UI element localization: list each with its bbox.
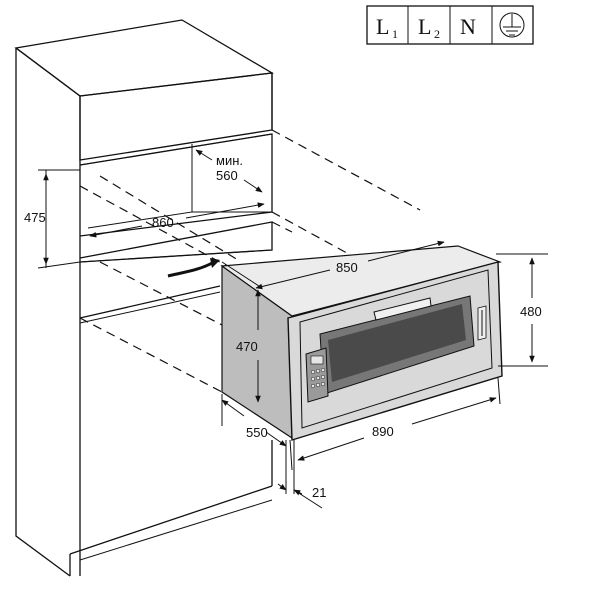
ground-symbol-icon bbox=[499, 12, 525, 38]
phase-l2-label: L bbox=[418, 14, 431, 39]
door-handle bbox=[373, 297, 432, 321]
dim-label-850: 850 bbox=[336, 260, 358, 275]
dim-label-470: 470 bbox=[236, 339, 258, 354]
electrical-symbols: L 1 L 2 N bbox=[366, 5, 534, 45]
dim-label-860: 860 bbox=[152, 215, 174, 230]
dimension-labels: 475 860 мин. 560 850 470 480 550 890 21 bbox=[24, 153, 542, 500]
dimension-lines bbox=[37, 149, 548, 509]
phase-l1-label: L bbox=[376, 14, 389, 39]
dim-label-475: 475 bbox=[24, 210, 46, 225]
appliance bbox=[220, 245, 503, 441]
insertion-arrow-icon bbox=[167, 258, 220, 278]
dim-label-min: мин. bbox=[216, 153, 243, 168]
control-buttons bbox=[310, 367, 326, 389]
phase-l1-subscript: 1 bbox=[392, 27, 398, 41]
dim-label-480: 480 bbox=[520, 304, 542, 319]
tall-cabinet bbox=[14, 19, 274, 577]
phase-l2-subscript: 2 bbox=[434, 27, 440, 41]
neutral-label: N bbox=[460, 14, 476, 39]
dim-label-560: 560 bbox=[216, 168, 238, 183]
dim-label-890: 890 bbox=[372, 424, 394, 439]
projection-lines bbox=[79, 129, 421, 393]
dim-label-550: 550 bbox=[246, 425, 268, 440]
dim-label-21: 21 bbox=[312, 485, 326, 500]
